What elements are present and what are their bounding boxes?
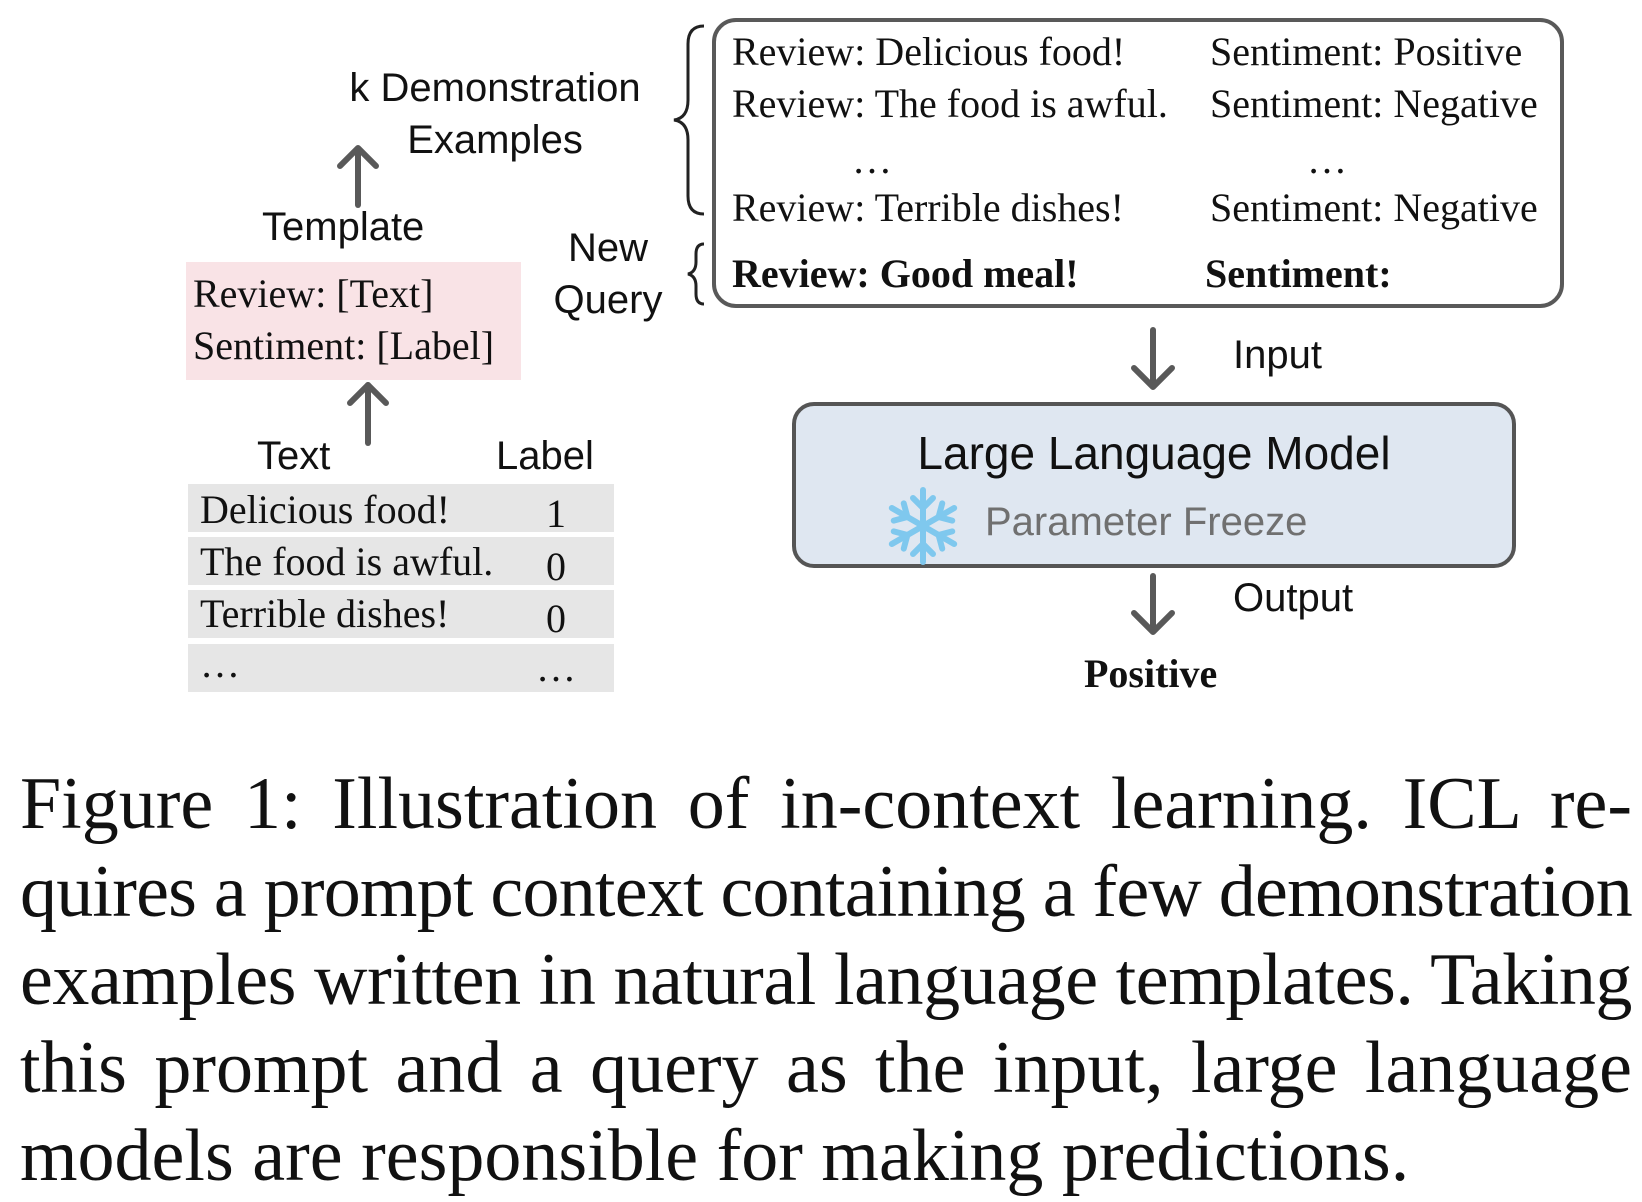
table-cell-label: 1: [546, 491, 566, 536]
llm-box: [792, 402, 1516, 568]
brace-demonstrations-icon: [673, 24, 705, 216]
new-query-label: New Query: [548, 222, 668, 326]
demo-sentiment: Sentiment: Negative: [1210, 185, 1538, 230]
caption-text: examples written in natural language tem…: [20, 939, 1632, 1021]
icl-figure: k Demonstration Examples Template Review…: [186, 18, 1564, 696]
prompt-context-box: [712, 18, 1564, 308]
table-header-text: Text: [257, 434, 331, 478]
demo-review: Review: Delicious food!: [732, 29, 1126, 74]
arrow-down-icon: [1131, 327, 1175, 390]
table-cell-text: …: [200, 641, 240, 686]
table-row: [188, 644, 614, 692]
caption-text: Figure 1: Illustration of in-context lea…: [20, 763, 1632, 845]
demo-review: Review: Terrible dishes!: [732, 185, 1124, 230]
table-cell-label: 0: [546, 596, 566, 641]
caption-line: models are responsible for making predic…: [20, 1112, 1632, 1200]
new-query-line: Query: [553, 278, 663, 322]
arrow-down-icon: [1131, 573, 1175, 635]
caption-line: examples written in natural language tem…: [20, 936, 1632, 1024]
table-header-label: Label: [496, 434, 594, 478]
template-title: Template: [262, 205, 425, 249]
table-cell-text: Terrible dishes!: [200, 591, 450, 636]
demo-label-line: Examples: [407, 118, 583, 162]
caption-line: quires a prompt context containing a few…: [20, 848, 1633, 936]
demo-label-line: k Demonstration: [349, 66, 641, 110]
table-cell-text: The food is awful.: [200, 539, 494, 584]
output-label: Output: [1233, 576, 1354, 620]
prediction-output: Positive: [1084, 651, 1218, 696]
query-sentiment: Sentiment:: [1205, 251, 1392, 296]
demo-ellipsis: …: [852, 137, 892, 182]
caption-text: models are responsible for making predic…: [20, 1115, 1410, 1197]
table-row: [188, 537, 614, 585]
arrow-up-icon: [347, 382, 389, 446]
template-line: Sentiment: [Label]: [193, 323, 495, 368]
table-cell-label: …: [536, 645, 576, 690]
template-box: [186, 262, 521, 380]
demo-sentiment: Sentiment: Negative: [1210, 81, 1538, 126]
llm-title: Large Language Model: [917, 427, 1391, 479]
table-row: [188, 590, 614, 638]
snowflake-icon: [888, 487, 958, 565]
table-row: [188, 484, 614, 532]
demo-sentiment: Sentiment: Positive: [1210, 29, 1523, 74]
caption-line: this prompt and a query as the input, la…: [20, 1024, 1632, 1112]
demo-examples-label: k Demonstration Examples: [330, 62, 660, 166]
parameter-freeze-label: Parameter Freeze: [985, 500, 1308, 544]
figure-connectors: [337, 24, 1175, 635]
arrow-up-icon: [337, 145, 379, 208]
caption-text: this prompt and a query as the input, la…: [20, 1027, 1632, 1109]
template-line: Review: [Text]: [193, 271, 434, 316]
brace-query-icon: [687, 242, 705, 306]
demo-review: Review: The food is awful.: [732, 81, 1168, 126]
table-cell-text: Delicious food!: [200, 487, 450, 532]
query-review: Review: Good meal!: [732, 251, 1079, 296]
new-query-line: New: [567, 226, 649, 270]
demo-ellipsis: …: [1307, 137, 1347, 182]
input-label: Input: [1233, 333, 1322, 377]
table-cell-label: 0: [546, 544, 566, 589]
figure-caption: Figure 1: Illustration of in-context lea…: [20, 760, 1633, 1200]
caption-text: quires a prompt context containing a few…: [20, 851, 1633, 933]
caption-line: Figure 1: Illustration of in-context lea…: [20, 760, 1632, 848]
